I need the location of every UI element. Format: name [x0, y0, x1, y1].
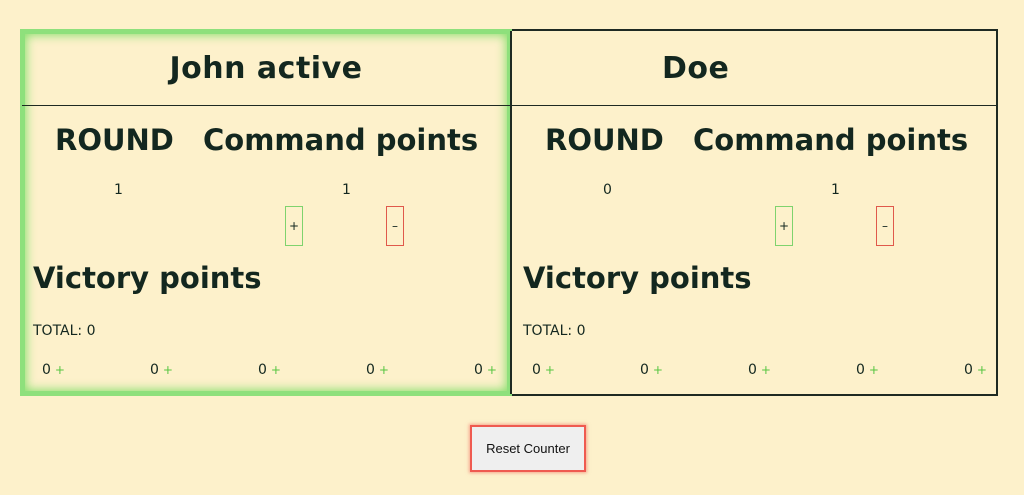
command-points-label: Command points — [693, 123, 969, 157]
victory-points-title: Victory points — [33, 261, 262, 295]
command-plus-button[interactable]: + — [285, 206, 303, 246]
score-board: John active ROUND Command points 1 1 + –… — [20, 29, 998, 396]
command-minus-button[interactable]: – — [386, 206, 404, 246]
victory-point-cell: 0+ — [474, 362, 497, 378]
victory-point-add-button[interactable]: + — [868, 363, 879, 377]
victory-point-value: 0 — [856, 362, 865, 378]
round-value: 0 — [603, 182, 612, 198]
victory-point-add-button[interactable]: + — [760, 363, 771, 377]
player-panel-doe: Doe ROUND Command points 0 1 + – Victory… — [510, 31, 998, 394]
victory-point-value: 0 — [532, 362, 541, 378]
victory-point-value: 0 — [474, 362, 483, 378]
victory-point-add-button[interactable]: + — [378, 363, 389, 377]
victory-point-cell: 0+ — [532, 362, 555, 378]
player-name[interactable]: Doe — [512, 31, 998, 106]
victory-points-title: Victory points — [523, 261, 752, 295]
round-label: ROUND — [545, 123, 664, 157]
victory-point-add-button[interactable]: + — [976, 363, 987, 377]
victory-point-cell: 0+ — [856, 362, 879, 378]
victory-point-value: 0 — [748, 362, 757, 378]
victory-point-add-button[interactable]: + — [544, 363, 555, 377]
command-points-label: Command points — [203, 123, 479, 157]
round-value: 1 — [114, 182, 123, 198]
victory-point-value: 0 — [258, 362, 267, 378]
victory-point-add-button[interactable]: + — [270, 363, 281, 377]
command-minus-button[interactable]: – — [876, 206, 894, 246]
player-panel-john: John active ROUND Command points 1 1 + –… — [20, 29, 512, 396]
command-points-value: 1 — [831, 182, 840, 198]
victory-point-value: 0 — [640, 362, 649, 378]
victory-point-add-button[interactable]: + — [486, 363, 497, 377]
victory-points-row: 0+ 0+ 0+ 0+ 0+ — [22, 362, 510, 382]
victory-point-value: 0 — [42, 362, 51, 378]
reset-counter-button[interactable]: Reset Counter — [470, 425, 586, 472]
victory-point-cell: 0+ — [640, 362, 663, 378]
round-label: ROUND — [55, 123, 174, 157]
victory-point-add-button[interactable]: + — [162, 363, 173, 377]
victory-point-add-button[interactable]: + — [652, 363, 663, 377]
victory-point-cell: 0+ — [42, 362, 65, 378]
player-name[interactable]: John active — [22, 31, 510, 106]
victory-total: TOTAL: 0 — [523, 323, 586, 339]
victory-point-cell: 0+ — [366, 362, 389, 378]
victory-total: TOTAL: 0 — [33, 323, 96, 339]
command-points-value: 1 — [342, 182, 351, 198]
victory-points-row: 0+ 0+ 0+ 0+ 0+ — [512, 362, 998, 382]
victory-point-cell: 0+ — [748, 362, 771, 378]
victory-point-cell: 0+ — [964, 362, 987, 378]
victory-point-value: 0 — [366, 362, 375, 378]
victory-point-cell: 0+ — [150, 362, 173, 378]
victory-point-value: 0 — [964, 362, 973, 378]
victory-point-value: 0 — [150, 362, 159, 378]
victory-point-add-button[interactable]: + — [54, 363, 65, 377]
command-plus-button[interactable]: + — [775, 206, 793, 246]
victory-point-cell: 0+ — [258, 362, 281, 378]
